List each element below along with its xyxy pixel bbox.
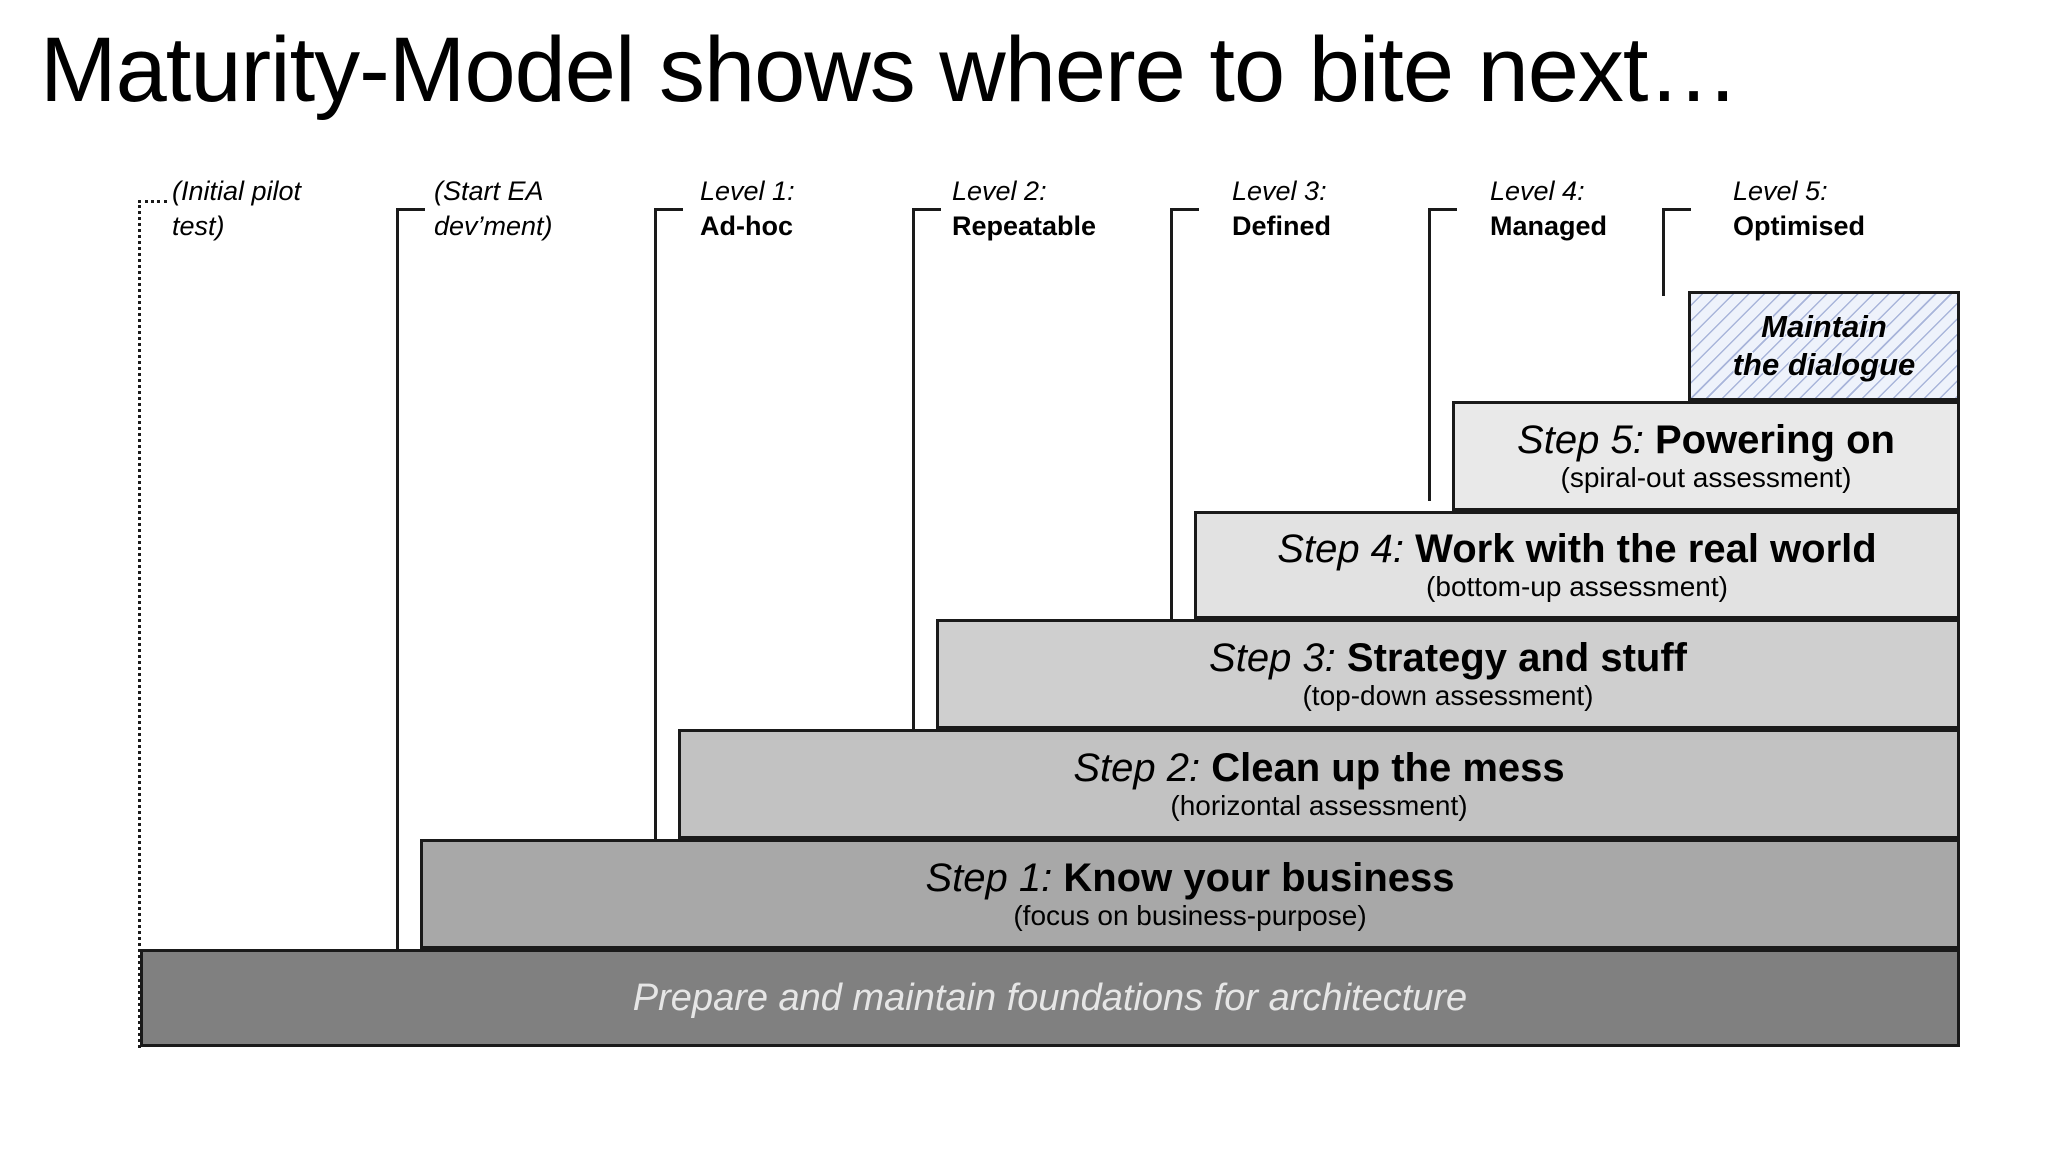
band-step-4-note: (bottom-up assessment) (1426, 571, 1728, 603)
band-step-3-title: Step 3: Strategy and stuff (1209, 635, 1687, 680)
band-step-1-note: (focus on business-purpose) (1013, 900, 1367, 932)
column-header-level-2: Level 2: Repeatable (952, 176, 1097, 241)
bracket-level-4 (1428, 208, 1457, 501)
bracket-start-ea (396, 208, 425, 991)
bracket-initial-pilot (138, 200, 167, 1048)
band-step-1-title: Step 1: Know your business (925, 855, 1455, 900)
column-header-level-5: Level 5: Optimised (1733, 176, 1866, 241)
band-step-5: Step 5: Powering on (spiral-out assessme… (1452, 401, 1960, 511)
band-step-5-title: Step 5: Powering on (1517, 417, 1895, 462)
bracket-level-5 (1662, 208, 1691, 296)
band-maintain-the-dialogue: Maintain the dialogue (1688, 291, 1960, 401)
column-header-start-ea: (Start EA dev’ment) (434, 176, 553, 241)
band-foundation: Prepare and maintain foundations for arc… (140, 949, 1960, 1047)
bracket-level-1 (654, 208, 683, 884)
band-step-4: Step 4: Work with the real world (bottom… (1194, 511, 1960, 619)
band-step-3: Step 3: Strategy and stuff (top-down ass… (936, 619, 1960, 729)
band-foundation-text: Prepare and maintain foundations for arc… (632, 976, 1468, 1019)
band-step-3-note: (top-down assessment) (1302, 680, 1594, 712)
maturity-model-diagram: (Initial pilot test) (Start EA dev’ment)… (0, 160, 2048, 1152)
column-header-level-1: Level 1: Ad-hoc (700, 176, 795, 241)
column-header-initial-pilot: (Initial pilot test) (172, 176, 302, 241)
column-header-level-4: Level 4: Managed (1490, 176, 1608, 241)
column-header-level-3: Level 3: Defined (1232, 176, 1332, 241)
band-step-5-note: (spiral-out assessment) (1560, 462, 1852, 494)
band-step-1: Step 1: Know your business (focus on bus… (420, 839, 1960, 949)
band-step-2-note: (horizontal assessment) (1170, 790, 1468, 822)
band-step-2: Step 2: Clean up the mess (horizontal as… (678, 729, 1960, 839)
bracket-level-2 (912, 208, 941, 775)
page-title: Maturity-Model shows where to bite next… (40, 19, 1739, 121)
band-step-2-title: Step 2: Clean up the mess (1073, 745, 1565, 790)
bracket-level-3 (1170, 208, 1199, 666)
band-step-4-title: Step 4: Work with the real world (1277, 526, 1877, 571)
